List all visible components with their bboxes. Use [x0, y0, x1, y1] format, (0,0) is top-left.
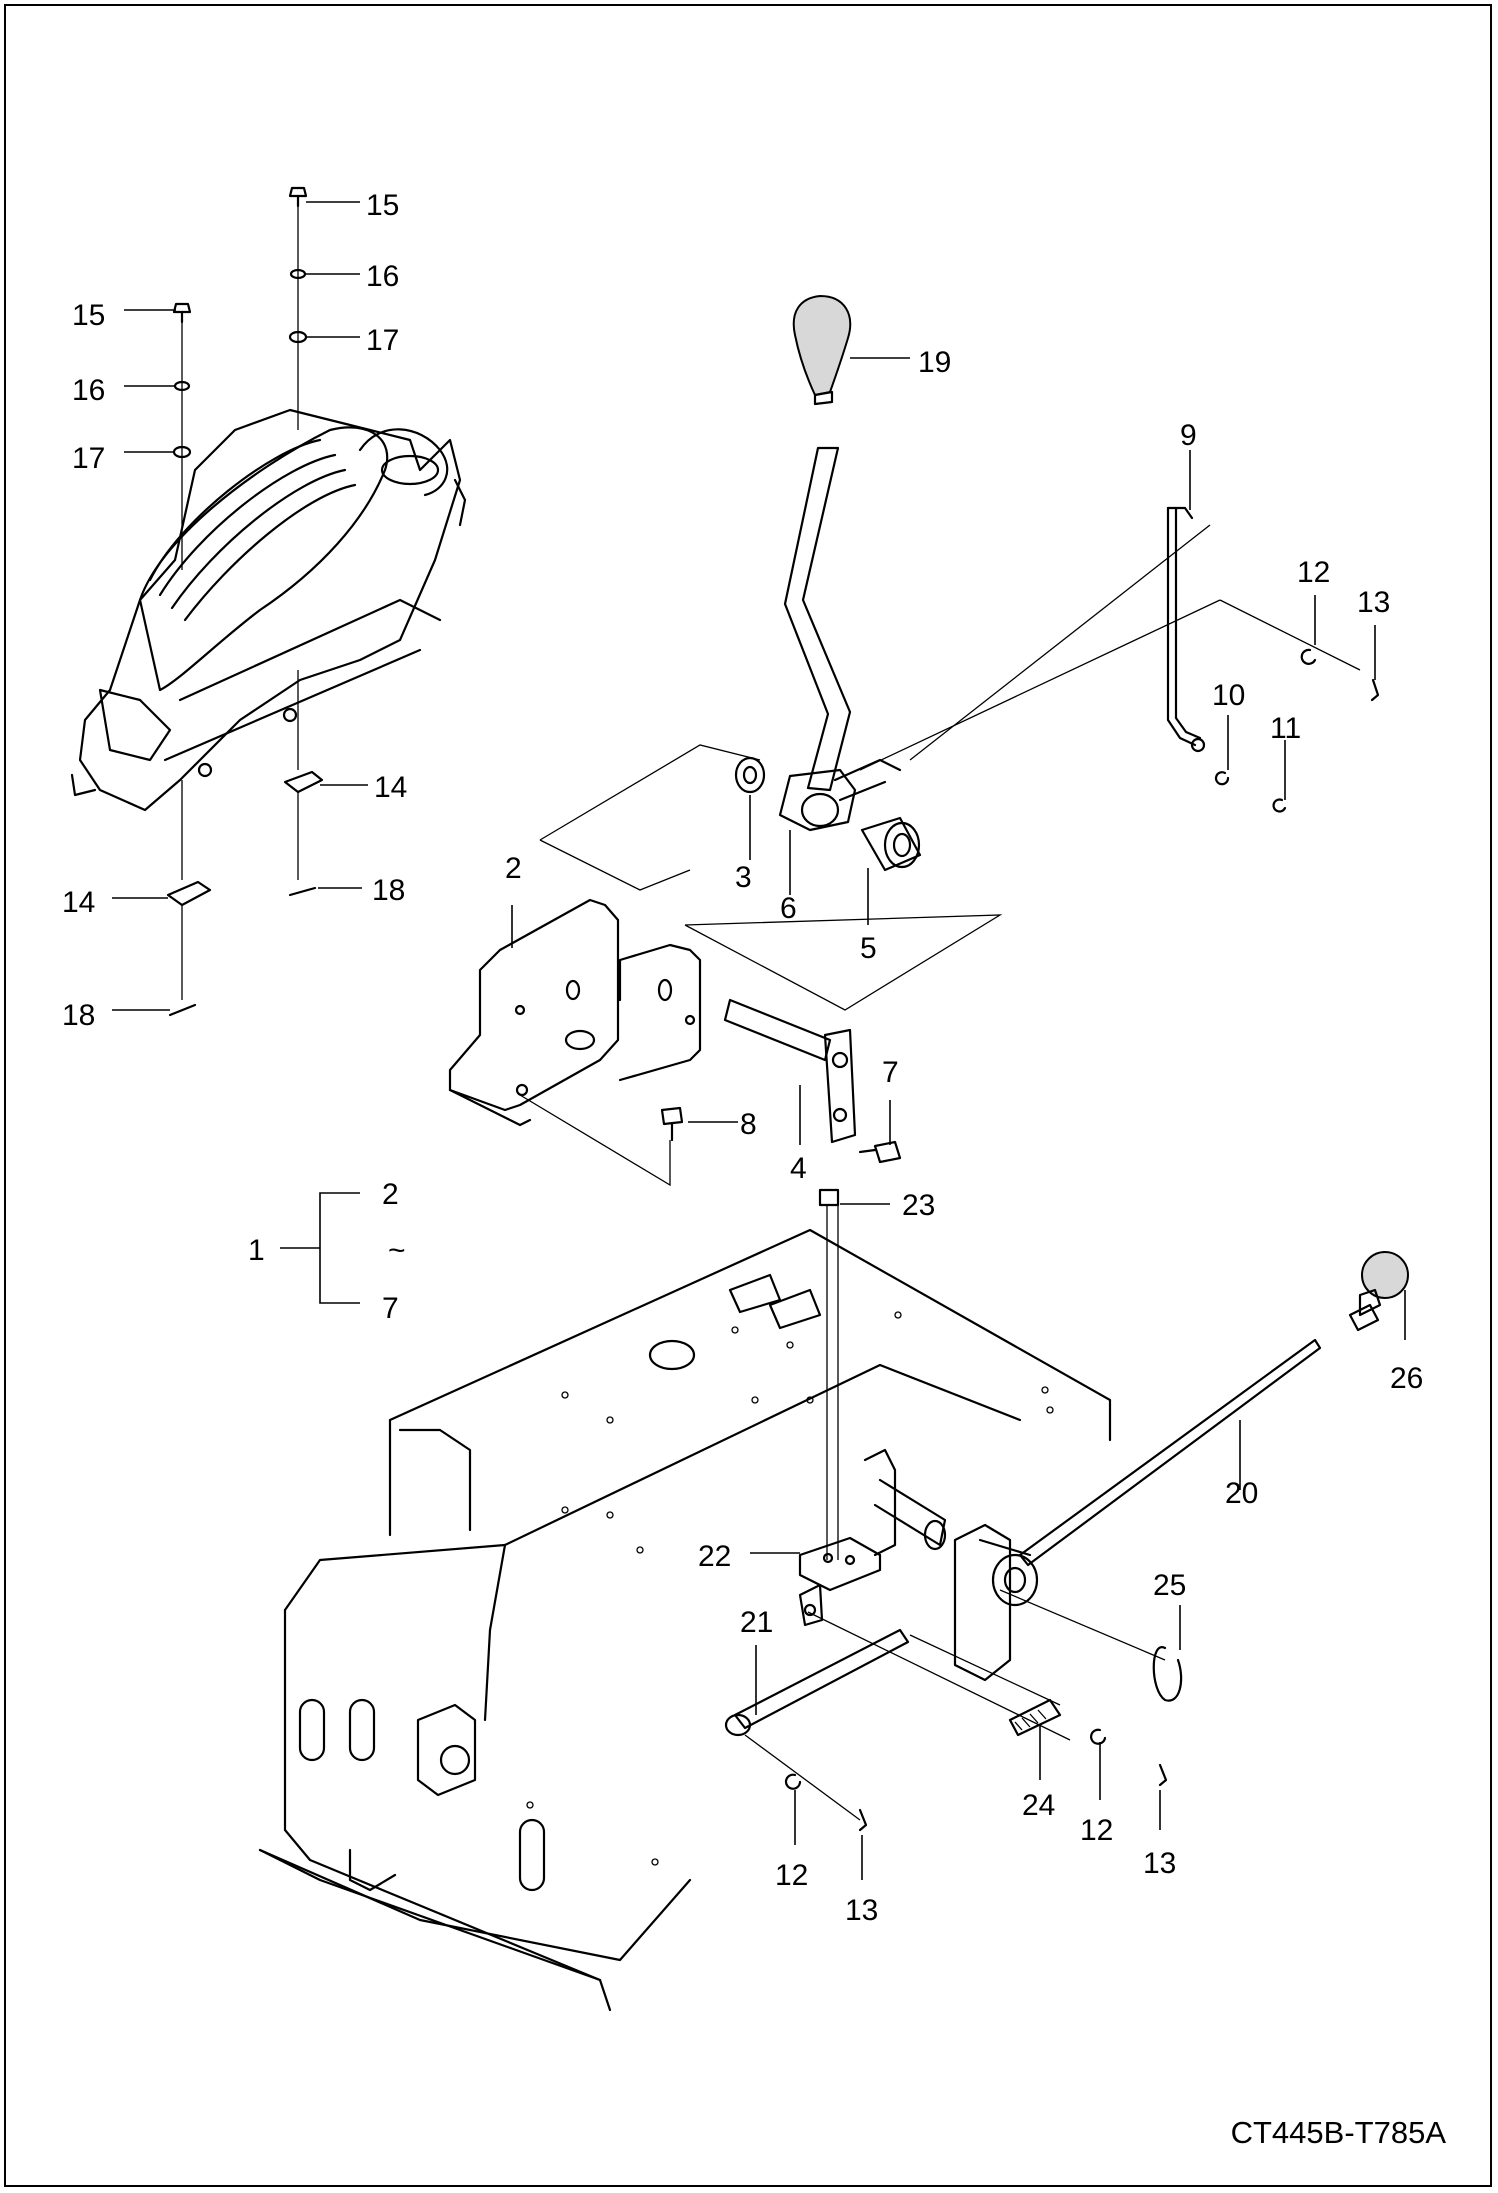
- mounting-frame: [258, 1228, 1112, 2012]
- pin-13c: [1158, 1763, 1168, 1787]
- clip-14-right: [283, 770, 324, 794]
- lever-bracket: [863, 1448, 1039, 1682]
- group-bracket: [280, 1192, 360, 1304]
- pin-13b: [858, 1808, 868, 1832]
- callout-24: 24: [1022, 1789, 1055, 1822]
- callout-7: 7: [882, 1056, 899, 1089]
- screw-15-left: [172, 302, 192, 324]
- bracket-2: [448, 898, 702, 1127]
- callout-1: 1: [248, 1234, 265, 1267]
- rod-9: [1166, 506, 1206, 753]
- callout-range-tilde: ~: [388, 1234, 406, 1267]
- callout-16-right: 16: [366, 260, 399, 293]
- spring-24: [1008, 1698, 1062, 1737]
- leader-lines-console: [112, 201, 368, 1011]
- callout-17-left: 17: [72, 442, 105, 475]
- callout-11: 11: [1270, 712, 1301, 745]
- drawing-frame: [4, 4, 1492, 2187]
- washer-12b: [784, 1773, 802, 1790]
- washer-12a: [1300, 648, 1317, 665]
- callout-range-from: 2: [382, 1178, 399, 1211]
- callout-16-left: 16: [72, 374, 105, 407]
- callout-13-right: 13: [1143, 1847, 1176, 1880]
- pin-13a: [1370, 678, 1380, 702]
- callout-3: 3: [735, 861, 752, 894]
- bolt-7: [858, 1140, 902, 1164]
- callout-23: 23: [902, 1189, 935, 1222]
- callout-9: 9: [1180, 419, 1197, 452]
- callout-15-right: 15: [366, 189, 399, 222]
- callout-21: 21: [740, 1606, 773, 1639]
- callout-22: 22: [698, 1540, 731, 1573]
- clip-14-left: [166, 880, 212, 907]
- callout-14-left: 14: [62, 886, 95, 919]
- callout-20: 20: [1225, 1477, 1258, 1510]
- callout-14-right: 14: [374, 771, 407, 804]
- pin-11: [1272, 798, 1287, 813]
- callout-6: 6: [780, 892, 797, 925]
- callout-8: 8: [740, 1108, 757, 1141]
- callout-19: 19: [918, 346, 951, 379]
- washer-3: [734, 756, 766, 794]
- washer-12c: [1090, 1728, 1107, 1745]
- bolt-23: [818, 1188, 840, 1207]
- knob-26: [1361, 1251, 1409, 1299]
- bushing-5: [860, 816, 922, 872]
- lower-guides: [744, 1589, 1166, 1821]
- leader-lines: [511, 357, 1406, 1880]
- drawing-code: CT445B-T785A: [1230, 2115, 1446, 2150]
- shift-lever: [778, 294, 902, 832]
- callout-18-right: 18: [372, 874, 405, 907]
- callout-13-bottom: 13: [845, 1894, 878, 1927]
- callout-15-left: 15: [72, 299, 105, 332]
- snap-ring-25: [1152, 1646, 1183, 1702]
- callout-12-top: 12: [1297, 556, 1330, 589]
- bolt-8: [660, 1106, 684, 1142]
- washer-10: [1214, 771, 1230, 786]
- pin-4: [723, 998, 857, 1144]
- callout-4: 4: [790, 1152, 807, 1185]
- rod-20: [1018, 1251, 1409, 1567]
- callout-range-to: 7: [382, 1292, 399, 1325]
- callout-2: 2: [505, 852, 522, 885]
- plate-22: [798, 1536, 882, 1592]
- assembly-guides: [519, 524, 1361, 1187]
- console-cover: [70, 408, 467, 812]
- callout-12-bottom: 12: [775, 1859, 808, 1892]
- screw-15-right: [288, 186, 308, 208]
- callout-12-right: 12: [1080, 1814, 1113, 1847]
- pin-18-right: [288, 886, 317, 897]
- callout-26: 26: [1390, 1362, 1423, 1395]
- pin-18-left: [168, 1003, 197, 1017]
- callout-10: 10: [1212, 679, 1245, 712]
- callout-25: 25: [1153, 1569, 1186, 1602]
- rod-21: [724, 1583, 910, 1737]
- callout-17-right: 17: [366, 324, 399, 357]
- callout-13-top: 13: [1357, 586, 1390, 619]
- callout-5: 5: [860, 932, 877, 965]
- callout-18-left: 18: [62, 999, 95, 1032]
